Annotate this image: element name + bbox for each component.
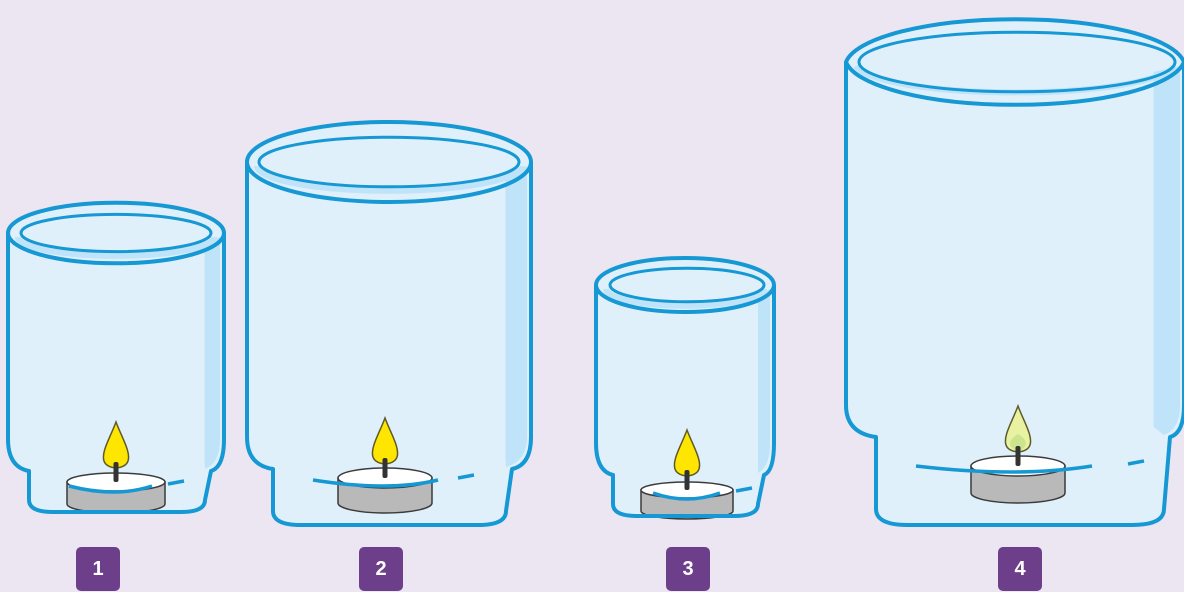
setup-label-2: 2 (359, 547, 403, 591)
setup-label-2-text: 2 (375, 558, 386, 581)
flame-wick (114, 462, 119, 472)
glass-jar-shade (505, 166, 527, 467)
candle-setup-3 (596, 258, 774, 519)
candle-setup-2 (247, 122, 531, 525)
glass-jar-shade (758, 289, 770, 473)
setup-label-3: 3 (666, 547, 710, 591)
candle-setup-4 (846, 19, 1184, 525)
glass-jar-shade (1154, 66, 1180, 435)
flame-wick (685, 470, 690, 480)
setup-label-1-text: 1 (92, 558, 103, 581)
glass-jar-icon (247, 122, 531, 525)
candle-setup-1 (8, 203, 224, 513)
glass-jar-shade (205, 237, 220, 469)
setup-label-4: 4 (998, 547, 1042, 591)
flame-wick (383, 458, 388, 468)
setup-label-3-text: 3 (682, 558, 693, 581)
setup-label-1: 1 (76, 547, 120, 591)
setup-label-4-text: 4 (1014, 558, 1025, 581)
flame-wick (1016, 446, 1021, 456)
